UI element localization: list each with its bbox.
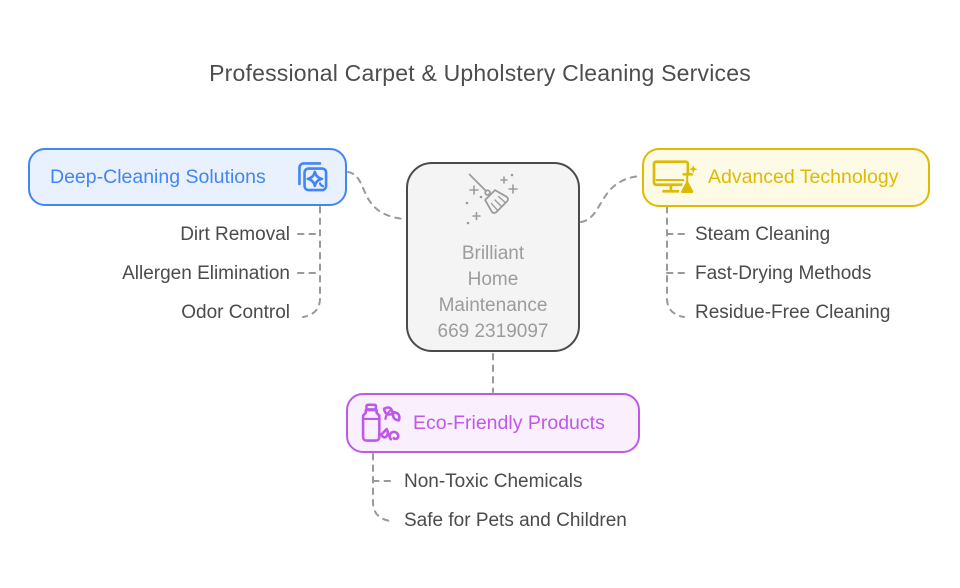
connector-eco-items-spine xyxy=(372,453,391,522)
item-steam-cleaning[interactable]: Steam Cleaning xyxy=(695,223,831,245)
branch-label: Deep-Cleaning Solutions xyxy=(50,165,266,188)
sparkle-squares-icon xyxy=(293,157,333,197)
broom-sparkles-icon xyxy=(438,170,548,241)
connector-deep-to-center xyxy=(347,171,405,220)
item-safe-for-pets-and-children[interactable]: Safe for Pets and Children xyxy=(404,509,627,531)
branch-label: Eco-Friendly Products xyxy=(413,411,605,434)
item-non-toxic-chemicals[interactable]: Non-Toxic Chemicals xyxy=(404,470,583,492)
items-deep-cleaning: Dirt Removal Allergen Elimination Odor C… xyxy=(122,215,290,332)
item-dirt-removal[interactable]: Dirt Removal xyxy=(180,223,290,245)
item-odor-control[interactable]: Odor Control xyxy=(181,301,290,323)
branch-node-eco-friendly-products[interactable]: Eco-Friendly Products xyxy=(346,393,640,453)
diagram-title: Professional Carpet & Upholstery Cleanin… xyxy=(209,60,751,86)
center-line-3: Maintenance xyxy=(438,295,548,316)
center-line-phone: 669 2319097 xyxy=(437,321,549,342)
center-line-2: Home xyxy=(467,269,519,290)
branch-label: Advanced Technology xyxy=(708,166,899,188)
monitor-flask-icon xyxy=(652,156,698,200)
connector-center-to-tech xyxy=(580,175,641,223)
eco-bottle-leaves-icon xyxy=(358,400,402,446)
connector-deep-items-spine xyxy=(302,206,321,318)
item-allergen-elimination[interactable]: Allergen Elimination xyxy=(122,262,290,284)
connector-tech-items-spine xyxy=(666,206,685,318)
items-advanced-technology: Steam Cleaning Fast-Drying Methods Resid… xyxy=(695,215,890,332)
branch-node-advanced-technology[interactable]: Advanced Technology xyxy=(642,148,930,207)
item-fast-drying-methods[interactable]: Fast-Drying Methods xyxy=(695,262,872,284)
item-residue-free-cleaning[interactable]: Residue-Free Cleaning xyxy=(695,301,891,323)
center-node-text: Brilliant Home Maintenance 669 2319097 xyxy=(438,241,549,345)
center-line-1: Brilliant xyxy=(461,243,525,264)
center-node-brilliant-home-maintenance[interactable]: Brilliant Home Maintenance 669 2319097 xyxy=(406,162,580,352)
items-eco-friendly: Non-Toxic Chemicals Safe for Pets and Ch… xyxy=(404,462,627,540)
branch-node-deep-cleaning-solutions[interactable]: Deep-Cleaning Solutions xyxy=(28,148,347,206)
